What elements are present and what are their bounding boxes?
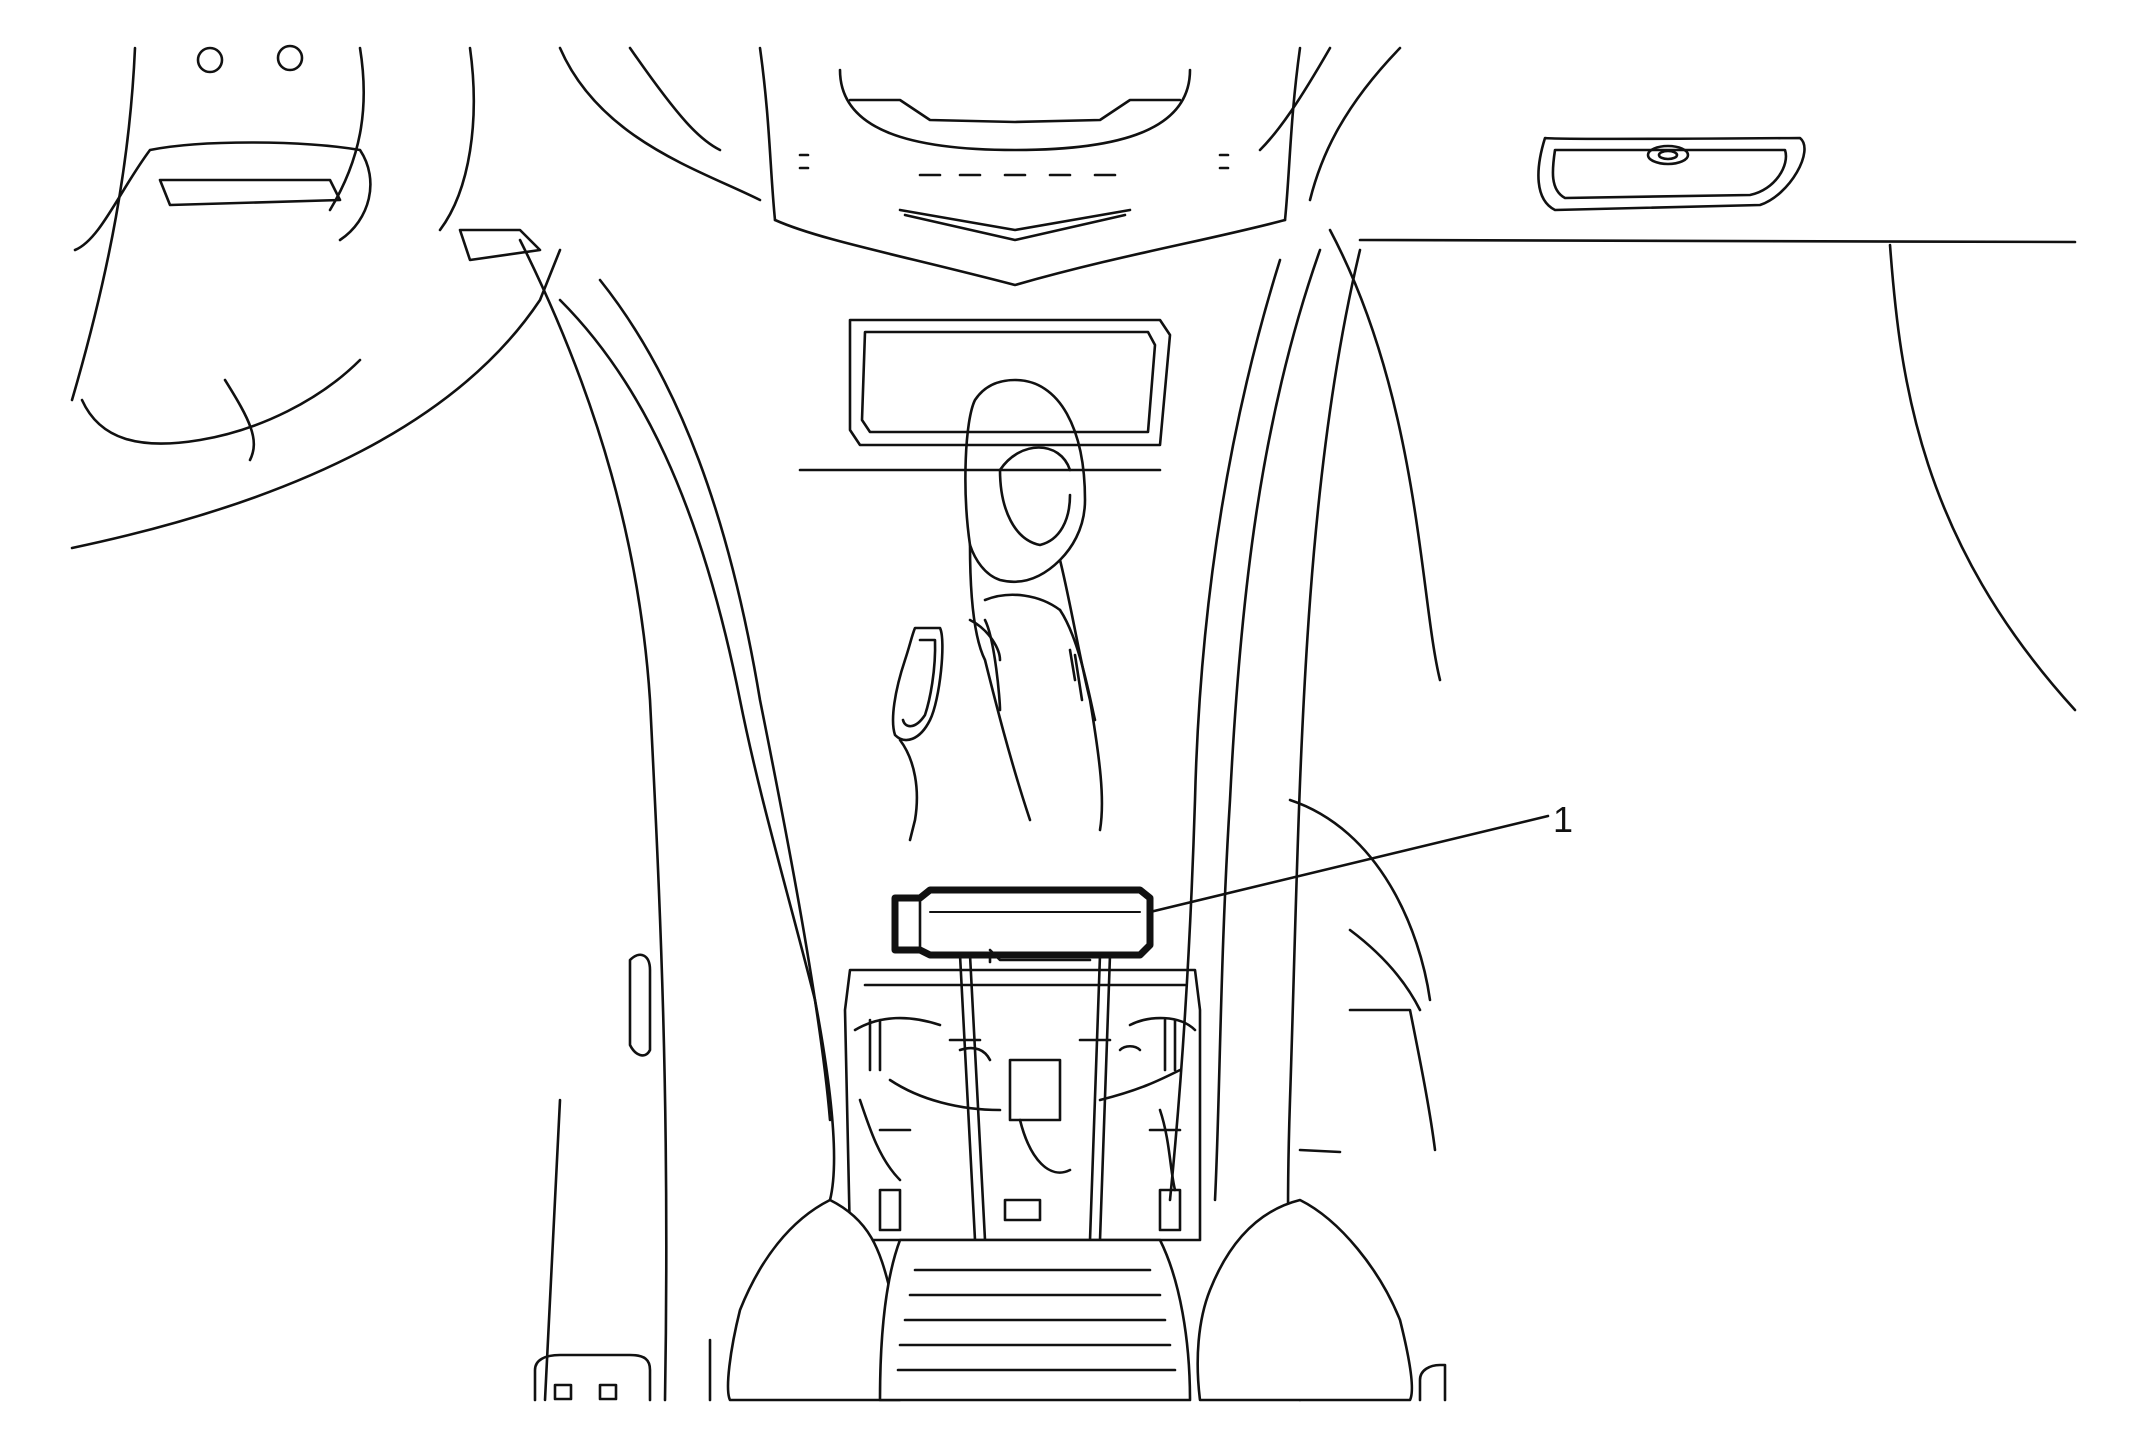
callout-1: 1 bbox=[1553, 799, 1574, 840]
module bbox=[891, 886, 1154, 964]
center-stack bbox=[558, 46, 1402, 447]
module-rods bbox=[958, 953, 1112, 1242]
callout-leader-1 bbox=[1148, 814, 1550, 914]
steering-wheel bbox=[70, 44, 562, 550]
passenger-dash bbox=[1328, 136, 2077, 712]
gear-shifter bbox=[891, 378, 1104, 842]
pedal-area bbox=[533, 1353, 1447, 1402]
console-lid bbox=[878, 1238, 1192, 1402]
console-sides bbox=[518, 238, 1437, 1402]
console-opening bbox=[843, 968, 1202, 1242]
hands bbox=[726, 1198, 1414, 1402]
